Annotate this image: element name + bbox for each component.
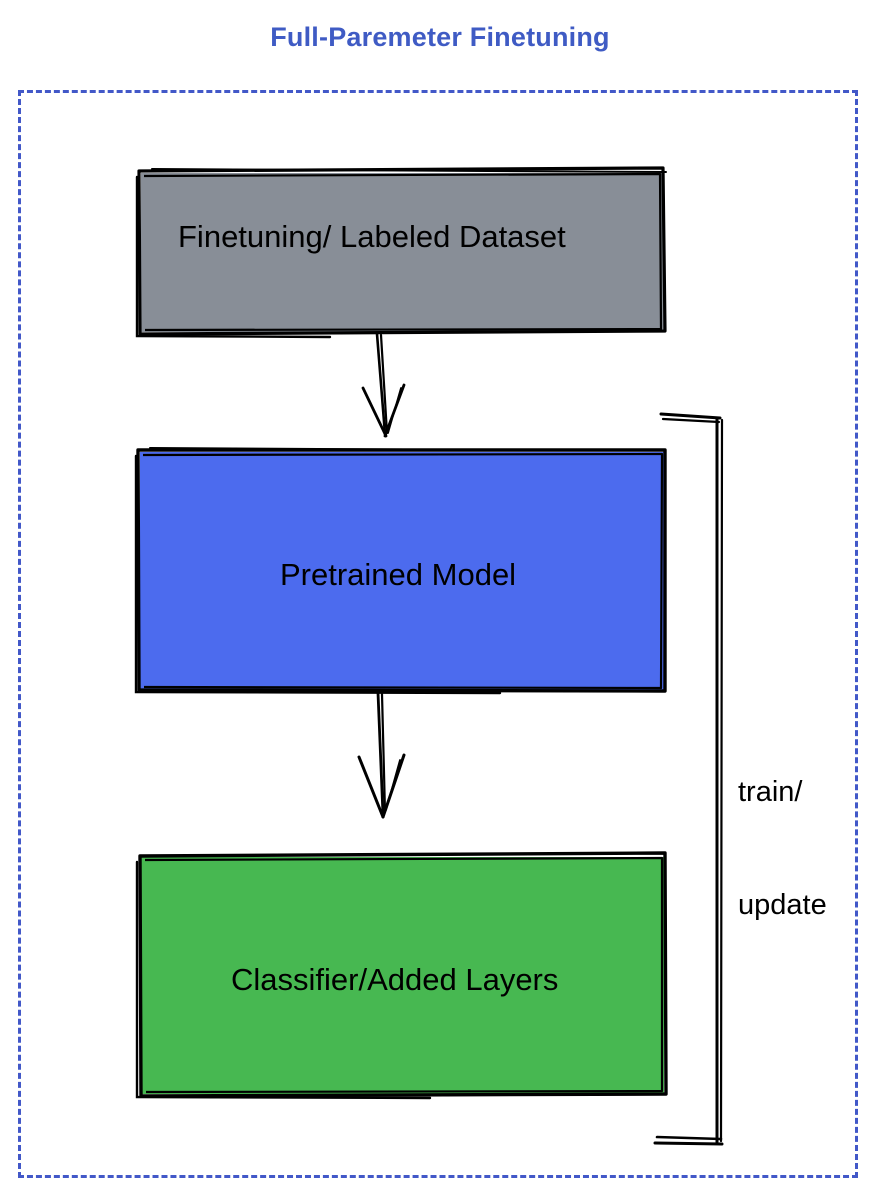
full-parameter-finetuning-boundary [18, 90, 858, 1178]
node-model-label: Pretrained Model [280, 557, 517, 592]
edge-feedback-loop-label-line1: train/ [738, 776, 803, 809]
page-title: Full-Paremeter Finetuning [270, 22, 610, 52]
edge-feedback-loop-label-line2: update [738, 889, 827, 922]
edge-feedback-loop-label: train/ update [738, 699, 827, 1001]
node-classifier-label: Classifier/Added Layers [231, 962, 559, 997]
node-dataset-label: Finetuning/ Labeled Dataset [178, 219, 566, 254]
